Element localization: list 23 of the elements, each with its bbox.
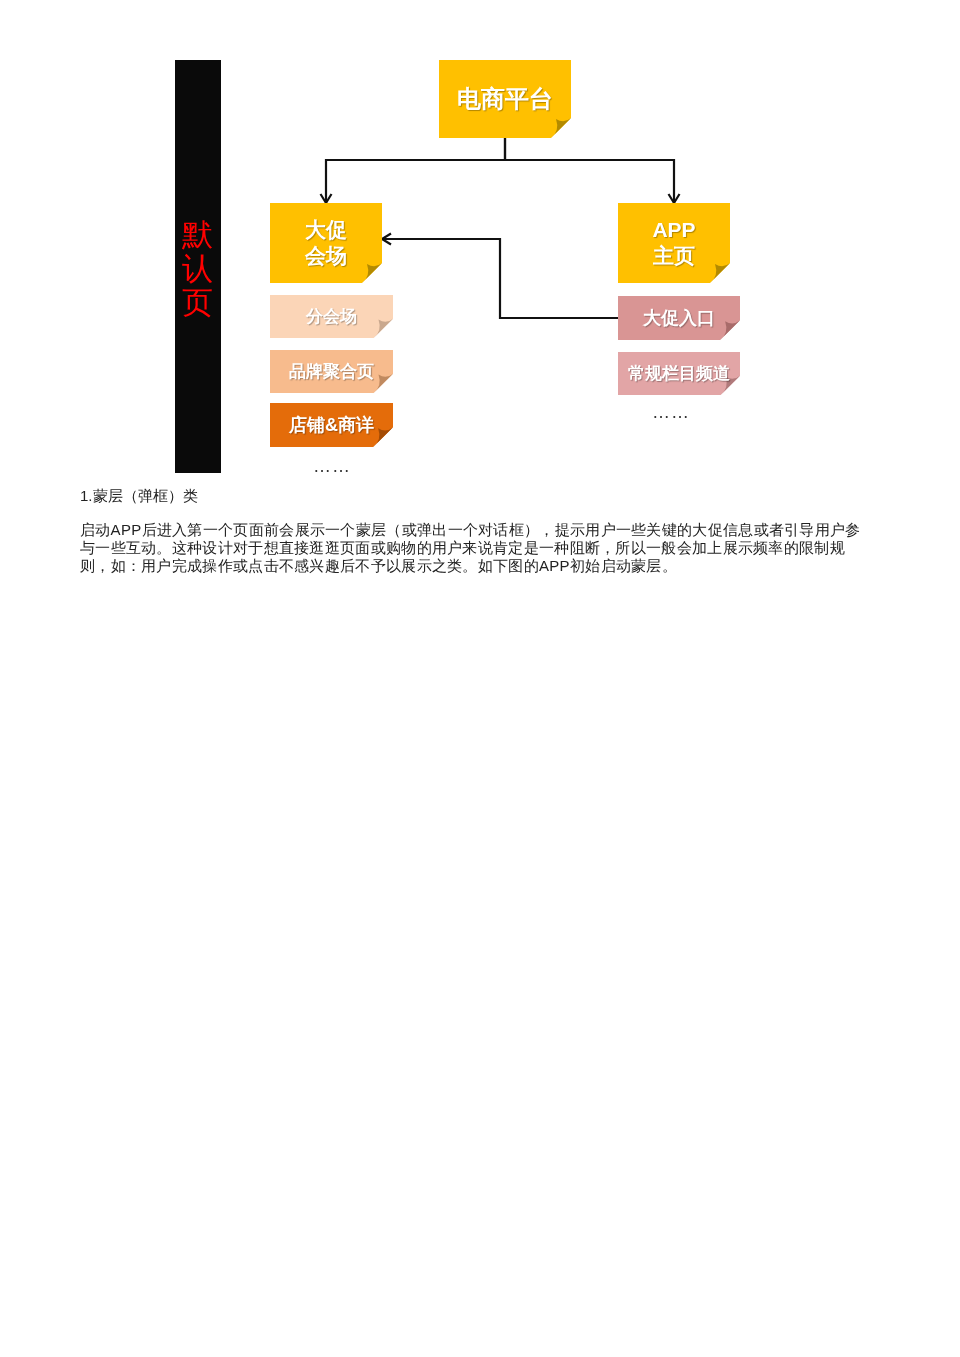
- note-label: 电商平台: [457, 84, 553, 114]
- ellipsis: ……: [652, 401, 690, 424]
- paragraph: 启动APP后进入第一个页面前会展示一个蒙层（或弹出一个对话框），提示用户一些关键的大促信息或者引导用户参与一些互动。这种设计对于想直接逛逛页面或购物的用户来说肯定是一种阻断，所以一般会加上展示频率的限制规则，如：用户完成操作或点击不感兴趣后不予以展示之类。如下图的APP初始启动蒙层。: [80, 521, 862, 575]
- sticky-note: [270, 203, 382, 283]
- sticky-note: [439, 60, 571, 138]
- sticky-note: [618, 352, 740, 395]
- vertical-band: [175, 60, 221, 473]
- section-heading: 1.蒙层（弹框）类: [80, 486, 198, 506]
- sticky-note: [270, 403, 393, 447]
- band-label: 默认页: [182, 218, 213, 321]
- note-label: 品牌聚合页: [289, 360, 374, 383]
- sticky-note: [270, 295, 393, 338]
- note-label: 分会场: [306, 305, 357, 328]
- note-label: 常规栏目频道: [628, 362, 730, 385]
- sticky-note: [618, 203, 730, 283]
- note-label: APP主页: [651, 216, 697, 269]
- note-label: 大促入口: [643, 306, 715, 330]
- note-label: 店铺&商详: [289, 413, 374, 437]
- note-label: 大促会场: [304, 216, 348, 269]
- sticky-note: [618, 296, 740, 340]
- sticky-note: [270, 350, 393, 393]
- ellipsis: ……: [313, 455, 351, 478]
- arrow: [503, 138, 681, 205]
